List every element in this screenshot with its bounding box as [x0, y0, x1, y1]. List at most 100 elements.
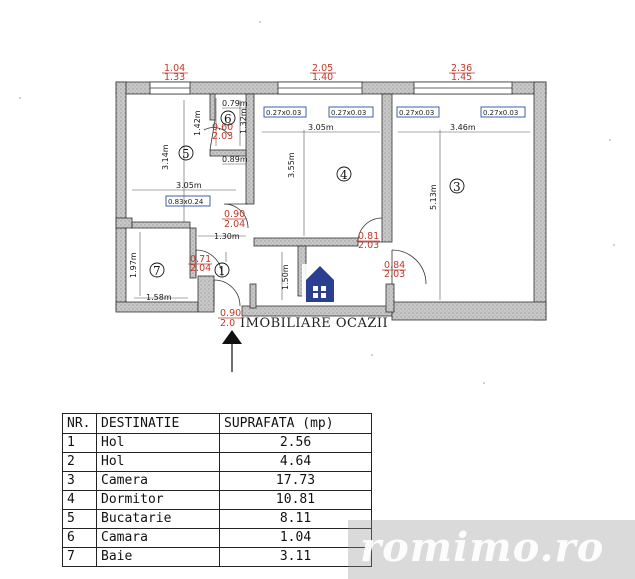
wall-room3-left-low [385, 283, 395, 313]
door-label-entrance-b: 2.0 [220, 318, 235, 329]
wall-outer-right [533, 81, 547, 321]
area-table: NR. DESTINATIE SUPRAFATA (mp) 1 Hol 2.56… [62, 413, 372, 567]
cell-area: 10.81 [219, 490, 372, 510]
wall-room4-right [381, 93, 393, 243]
door-entrance [213, 279, 241, 307]
specks [19, 21, 615, 384]
cell-area: 4.64 [219, 452, 372, 472]
cell-nr: 4 [62, 490, 97, 510]
window-labels: 0.83x0.24 0.27x0.03 0.27x0.03 0.27x0.03 … [168, 109, 518, 206]
cell-area: 2.56 [219, 433, 372, 453]
table-row: 3 Camera 17.73 [62, 471, 372, 491]
cell-destination: Hol [96, 452, 220, 472]
window-label-boxes [165, 106, 526, 207]
measure-079: 0.79m [222, 99, 248, 108]
measure-142: 1.42m [193, 110, 202, 136]
cell-destination: Dormitor [96, 490, 220, 510]
measure-355: 3.55m [287, 152, 296, 178]
wall-outer-left [115, 81, 127, 311]
top-dim-2-a: 2.05 [312, 63, 333, 74]
window-label-4: 0.27x0.03 [399, 109, 434, 117]
table-row: 5 Bucatarie 8.11 [62, 509, 372, 529]
door-label-room3-b: 2.03 [384, 269, 405, 280]
wall-kitchen-bottom [115, 217, 133, 229]
entrance-arrow [222, 330, 242, 372]
cell-nr: 5 [62, 509, 97, 529]
romimo-text: romimo.ro [360, 524, 605, 571]
wall-outer-bottom-right [391, 301, 547, 321]
measure-305-kitchen: 3.05m [176, 181, 202, 190]
windows [149, 81, 513, 95]
measure-132: 1.32m [239, 108, 248, 134]
table-row: 4 Dormitor 10.81 [62, 490, 372, 510]
door-label-entrance-a: 0.90 [220, 308, 241, 319]
cell-destination: Baie [96, 547, 220, 567]
door-label-bath-a: 0.71 [190, 254, 211, 265]
wall-kitchen-right [245, 93, 255, 205]
top-dim-3-a: 2.36 [451, 63, 472, 74]
measure-130: 1.30m [214, 232, 240, 241]
room-number-1: 1 [218, 264, 226, 278]
cell-nr: 1 [62, 433, 97, 453]
cell-nr: 2 [62, 452, 97, 472]
window-label-3: 0.27x0.03 [331, 109, 366, 117]
cell-nr: 3 [62, 471, 97, 491]
cell-destination: Bucatarie [96, 509, 220, 529]
top-dim-3-b: 1.45 [451, 72, 472, 83]
room-number-5: 5 [182, 147, 190, 161]
door-label-room4-b: 2.03 [358, 240, 379, 251]
room-number-6: 6 [224, 112, 232, 126]
table-row: 2 Hol 4.64 [62, 452, 372, 472]
top-dim-1-b: 1.33 [164, 72, 185, 83]
table-row: 7 Baie 3.11 [62, 547, 372, 567]
walls [115, 81, 547, 321]
door-bath [195, 249, 223, 277]
measure-513: 5.13m [429, 184, 438, 210]
measure-197: 1.97m [129, 252, 138, 278]
measurements: 0.79m 1.32m 1.42m 0.89m 3.14m 3.05m 3.05… [129, 99, 476, 302]
room-number-3: 3 [453, 180, 461, 194]
door-label-kitchen-a: 0.90 [224, 209, 245, 220]
cell-destination: Camera [96, 471, 220, 491]
wall-room4-bottom [253, 237, 359, 247]
wall-corridor-stub-b [249, 283, 257, 309]
cell-nr: 7 [62, 547, 97, 567]
measure-089: 0.89m [222, 155, 248, 164]
door-label-kitchen-b: 2.04 [224, 219, 245, 230]
window-label-5: 0.27x0.03 [483, 109, 518, 117]
measure-150: 1.50m [281, 264, 290, 290]
wall-outer-bottom-mid [241, 305, 393, 317]
measure-305-room4: 3.05m [308, 123, 334, 132]
window-label-2: 0.27x0.03 [266, 109, 301, 117]
cell-destination: Camara [96, 528, 220, 548]
door-room3 [391, 249, 427, 285]
romimo-watermark: romimo.ro [348, 520, 635, 579]
door-pantry [203, 119, 231, 151]
door-kitchen [223, 203, 249, 229]
room-numbers: 5 6 4 3 7 1 [149, 110, 465, 278]
watermark-text: IMOBILIARE OCAZII [240, 316, 388, 331]
top-dimensions: 1.04 1.33 2.05 1.40 2.36 1.45 [162, 63, 475, 83]
wall-bath-top [131, 221, 191, 229]
door-label-room3-a: 0.84 [384, 260, 405, 271]
door-labels: 0.60 2.03 0.90 2.04 0.81 2.03 0.84 2.03 … [188, 122, 406, 329]
wall-outer-bottom-left [115, 301, 199, 313]
wall-pantry-left [209, 93, 216, 121]
doors [195, 119, 427, 307]
measure-346: 3.46m [450, 123, 476, 132]
top-dim-1-a: 1.04 [164, 63, 185, 74]
room-number-7: 7 [153, 264, 161, 278]
door-label-bath-b: 2.04 [190, 263, 211, 274]
room-number-4: 4 [340, 168, 348, 182]
table-row: 1 Hol 2.56 [62, 433, 372, 453]
wall-corridor-stub-a [197, 275, 215, 313]
measure-158: 1.58m [146, 293, 172, 302]
cell-area: 17.73 [219, 471, 372, 491]
top-dim-2-b: 1.40 [312, 72, 333, 83]
header-nr: NR. [62, 413, 97, 434]
door-room4 [357, 217, 383, 243]
measure-314: 3.14m [161, 144, 170, 170]
cell-area: 3.11 [219, 547, 372, 567]
door-label-pantry-a: 0.60 [212, 122, 233, 133]
